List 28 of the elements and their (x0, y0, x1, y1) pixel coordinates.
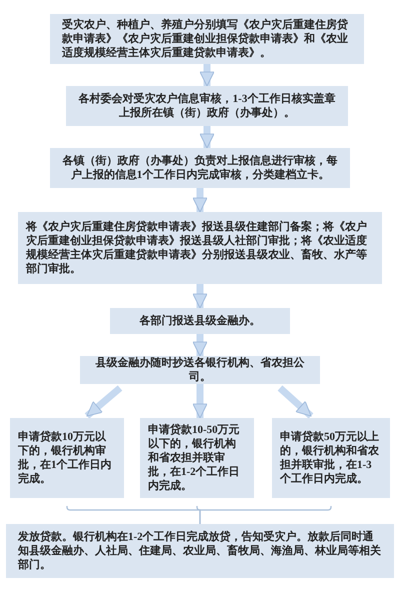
process-box (110, 308, 290, 334)
process-box (140, 418, 254, 498)
process-box (50, 14, 364, 64)
process-box (50, 148, 350, 188)
arrow (84, 385, 122, 419)
process-box (18, 212, 382, 284)
arrow (192, 334, 208, 356)
process-box (10, 418, 124, 498)
box-text: 申请贷款50万元以上的，银行机构和省农担并联审批，在1-3个工作日内完成。 (280, 430, 380, 486)
process-box (272, 418, 390, 498)
box-text: 将《农户灾后重建住房贷款申请表》报送县级住建部门备案；将《农户灾后重建创业担保贷款申请表》报送县级人社部门审批；将《农业适度规模经营主体灾后重建贷款申请表》分别报送县级农业、畜牧、水产等部门审批。 (26, 220, 368, 276)
arrow (192, 284, 208, 308)
process-box (6, 524, 394, 578)
box-text: 申请贷款10万元以下的，银行机构审批，在1个工作日内完成。 (18, 430, 112, 486)
box-text: 各村委会对受灾农户信息审核，1-3个工作日核实盖章上报所在镇（街）政府（办事处）。 (78, 92, 336, 120)
arrow (278, 385, 314, 419)
bracket-connector (199, 506, 332, 524)
arrow (200, 64, 214, 86)
box-text: 受灾农户、种植户、养殖户分别填写《农户灾后重建住房贷款申请表》《农户灾后重建创业担保贷款申请表》和《农业适度规模经营主体灾后重建贷款申请表》。 (62, 18, 349, 60)
box-text: 发放贷款。银行机构在1-2个工作日完成放贷，告知受灾户。放款后同时通知县级金融办、人社局、住建局、农业局、畜牧局、海渔局、林业局等相关部门。 (18, 530, 382, 572)
arrow (200, 126, 214, 148)
box-text: 各镇（街）政府（办事处）负责对上报信息进行审核，每户上报的信息1个工作日内完成审核，分类建档立卡。 (62, 154, 338, 182)
arrow (192, 188, 208, 212)
box-text: 申请贷款10-50万元以下的，银行机构和省农担并联审批，在1-2个工作日内完成。 (148, 423, 241, 493)
process-box (66, 86, 348, 126)
arrow (192, 384, 208, 418)
box-text: 各部门报送县级金融办。 (138, 314, 262, 328)
box-text: 县级金融办随时抄送各银行机构、省农担公司。 (94, 356, 306, 384)
